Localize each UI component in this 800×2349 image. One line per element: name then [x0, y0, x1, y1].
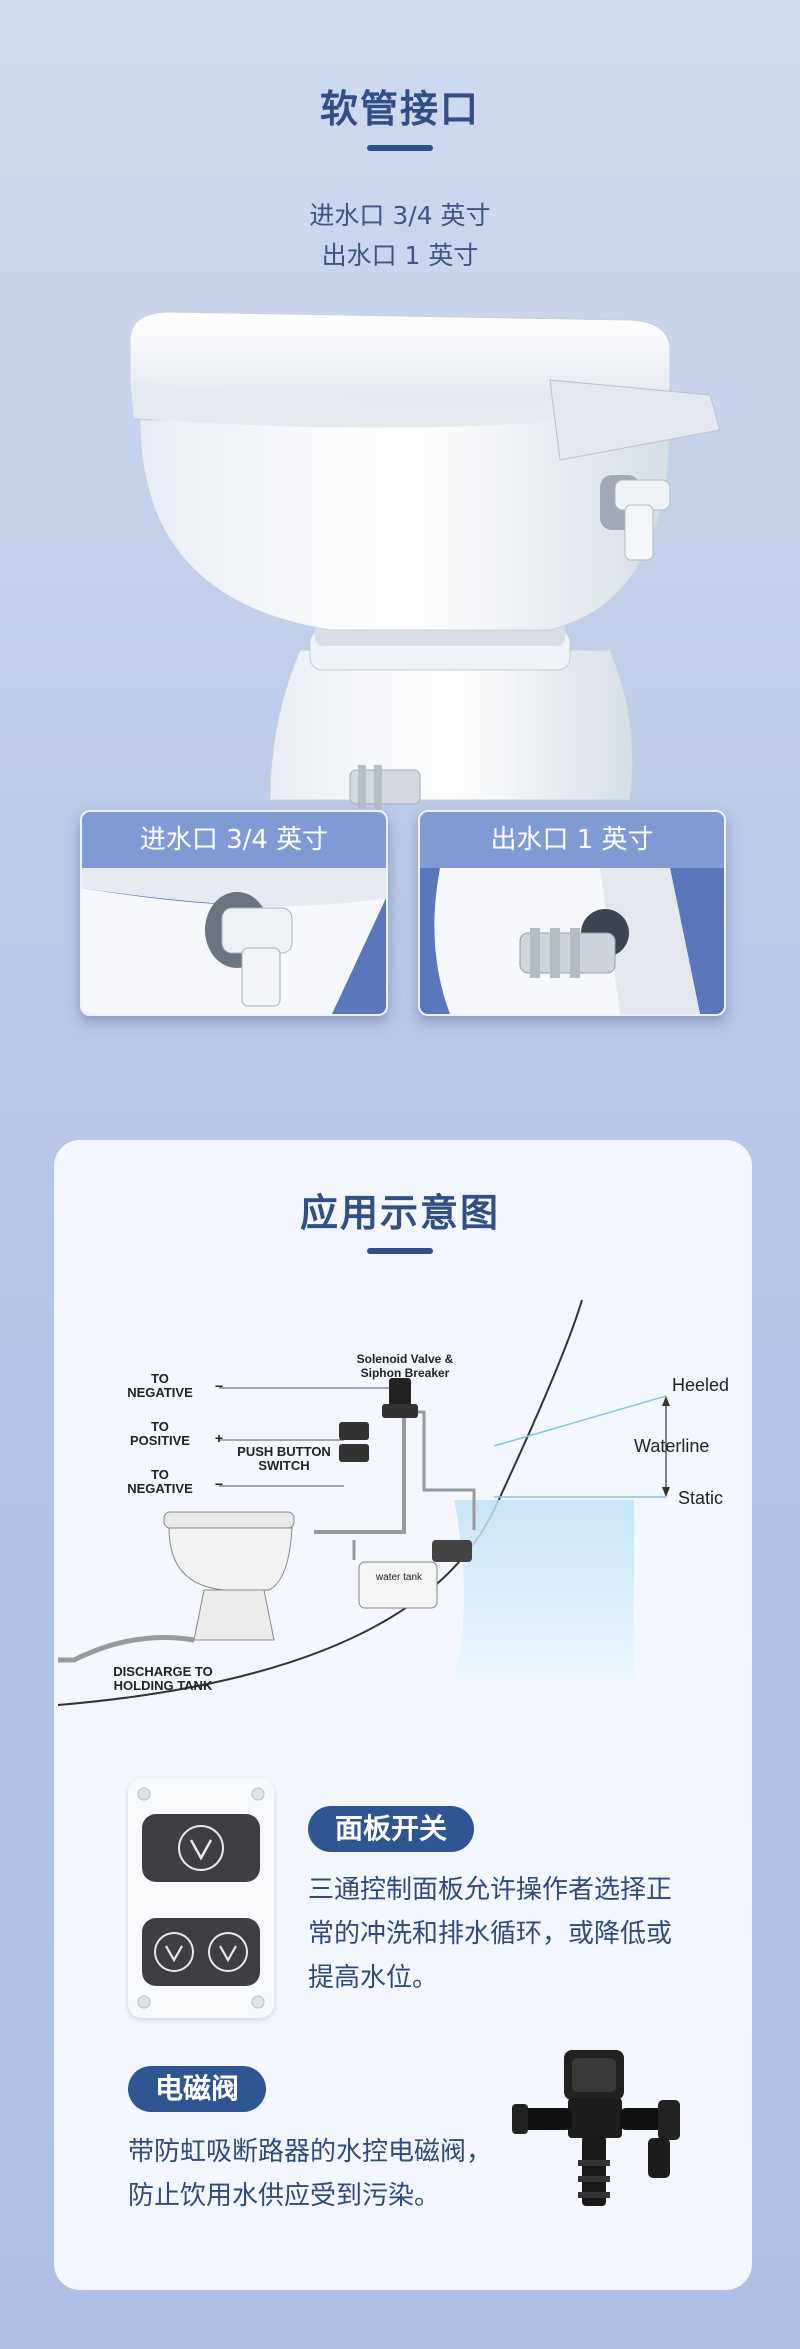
- inlet-card-label: 进水口 3/4 英寸: [139, 825, 329, 855]
- label-to-negative-top: TO NEGATIVE: [127, 1371, 193, 1400]
- sign-minus-top: −: [214, 1378, 224, 1394]
- title-underline: [367, 145, 433, 151]
- inlet-detail-card: 进水口 3/4 英寸: [80, 810, 388, 1016]
- label-heeled: Heeled: [672, 1375, 730, 1395]
- outlet-detail-card: 出水口 1 英寸: [418, 810, 726, 1016]
- solenoid-valve-description: 带防虹吸断路器的水控电磁阀， 防止饮用水供应受到污染。: [128, 2130, 548, 2218]
- inlet-closeup-image: [82, 868, 386, 1014]
- label-push-button-switch: PUSH BUTTON SWITCH: [237, 1444, 331, 1473]
- solenoid-desc-line: 防止饮用水供应受到污染。: [128, 2181, 441, 2211]
- panel-switch-desc-line: 提高水位。: [308, 1963, 439, 1993]
- outlet-card-image: [420, 868, 724, 1014]
- outlet-spec: 出水口 1 英寸: [321, 241, 479, 270]
- label-water-tank: water tank: [375, 1572, 423, 1583]
- outlet-closeup-image: [434, 868, 700, 1014]
- solenoid-desc-line: 带防虹吸断路器的水控电磁阀，: [128, 2137, 493, 2167]
- toilet-product-image: [129, 311, 721, 809]
- label-solenoid-valve: Solenoid Valve & Siphon Breaker: [356, 1352, 454, 1380]
- title-underline-2: [367, 1248, 433, 1254]
- label-to-negative-bottom: TO NEGATIVE: [127, 1467, 193, 1496]
- sign-minus-bottom: −: [214, 1476, 224, 1492]
- solenoid-valve-image: [512, 2050, 680, 2206]
- label-discharge: DISCHARGE TO HOLDING TANK: [113, 1664, 213, 1693]
- section-title-application: 应用示意图: [299, 1191, 500, 1235]
- outlet-card-label: 出水口 1 英寸: [490, 825, 654, 855]
- inlet-card-image: [82, 868, 386, 1014]
- section-title-hose: 软管接口: [319, 87, 480, 131]
- panel-switch-desc-line: 常的冲洗和排水循环，或降低或: [308, 1919, 673, 1949]
- inlet-spec: 进水口 3/4 英寸: [309, 201, 491, 230]
- panel-switch-image: [128, 1778, 274, 2018]
- installation-diagram: [57, 1300, 670, 1706]
- panel-switch-illustration: [137, 1787, 265, 2009]
- label-to-positive: TO POSITIVE: [130, 1419, 190, 1448]
- label-waterline: Waterline: [634, 1436, 710, 1456]
- label-static: Static: [678, 1488, 724, 1508]
- panel-switch-label: 面板开关: [308, 1806, 474, 1852]
- panel-switch-desc-line: 三通控制面板允许操作者选择正: [308, 1875, 673, 1905]
- solenoid-valve-label: 电磁阀: [128, 2066, 266, 2112]
- panel-switch-description: 三通控制面板允许操作者选择正 常的冲洗和排水循环，或降低或 提高水位。: [308, 1868, 728, 2000]
- sign-plus: +: [214, 1430, 224, 1446]
